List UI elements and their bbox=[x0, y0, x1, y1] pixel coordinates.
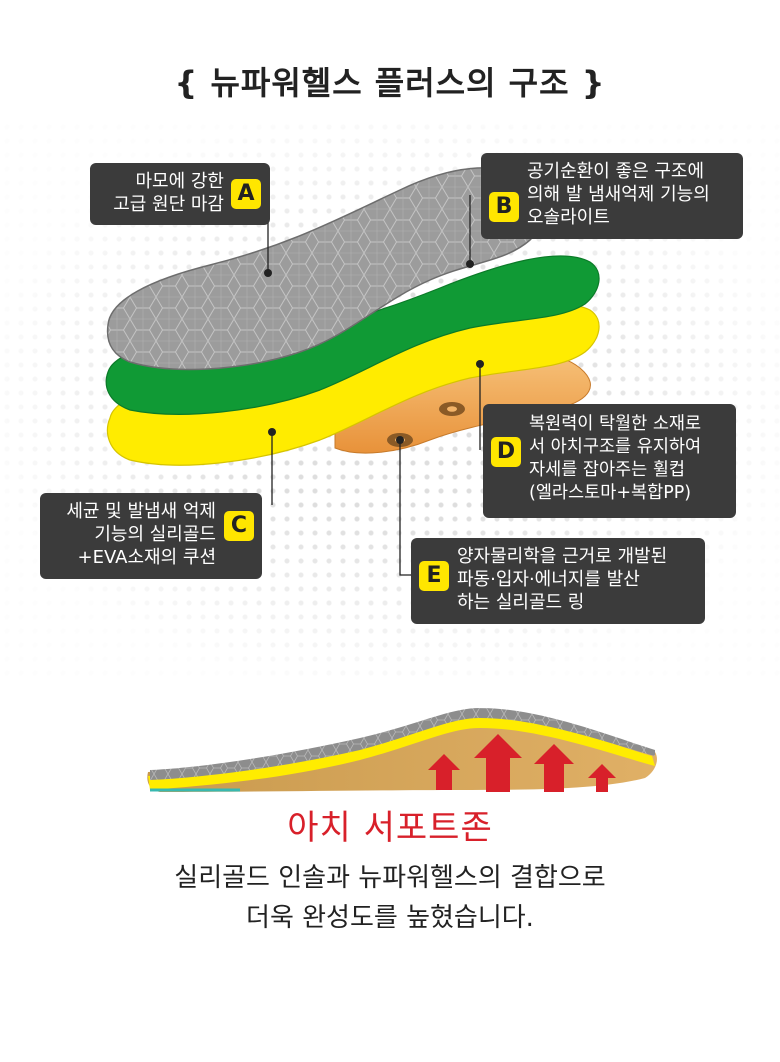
callout-a-badge: A bbox=[231, 179, 261, 209]
caption-line-2: 더욱 완성도를 높혔습니다. bbox=[246, 903, 534, 933]
arch-arrow-1 bbox=[428, 754, 460, 790]
top-fabric-layer bbox=[106, 167, 540, 371]
callout-c-text: 세균 및 발냄새 억제 기능의 실리골드 +EVA소재의 쿠션 bbox=[66, 501, 216, 568]
leader-dot-a bbox=[264, 269, 272, 277]
callout-a-text: 마모에 강한 고급 원단 마감 bbox=[113, 171, 224, 215]
callout-c: 세균 및 발냄새 억제 기능의 실리골드 +EVA소재의 쿠션 C bbox=[40, 493, 262, 579]
callout-e-text: 양자물리학을 근거로 개발된 파동·입자·에너지를 발산 하는 실리골드 링 bbox=[457, 546, 668, 613]
callout-c-badge: C bbox=[224, 511, 254, 541]
arch-arrow-3 bbox=[534, 744, 574, 792]
callout-e-badge: E bbox=[419, 561, 449, 591]
arch-support-zone-label: 아치 서포트존 bbox=[287, 808, 493, 848]
leader-dot-c bbox=[268, 428, 276, 436]
callout-b-text: 공기순환이 좋은 구조에 의해 발 냄새억제 기능의 오솔라이트 bbox=[527, 161, 710, 228]
callout-a: 마모에 강한 고급 원단 마감 A bbox=[90, 163, 270, 225]
callout-d-badge: D bbox=[491, 437, 521, 467]
leader-line-e bbox=[399, 440, 411, 576]
leader-dot-b bbox=[466, 260, 474, 268]
leader-dots bbox=[264, 260, 484, 444]
leader-dot-d bbox=[476, 360, 484, 368]
callout-b: B 공기순환이 좋은 구조에 의해 발 냄새억제 기능의 오솔라이트 bbox=[481, 153, 743, 239]
silicon-gold-ring-hole bbox=[447, 406, 457, 412]
caption: 실리골드 인솔과 뉴파워헬스의 결합으로 더욱 완성도를 높혔습니다. bbox=[0, 858, 780, 938]
callout-b-badge: B bbox=[489, 192, 519, 222]
callout-d-text: 복원력이 탁월한 소재로 서 아치구조를 유지하여 자세를 잡아주는 휠컵 (엘… bbox=[529, 414, 702, 503]
leader-dot-e bbox=[396, 436, 404, 444]
arch-arrow-2 bbox=[474, 734, 522, 792]
arch-support-arrows bbox=[428, 734, 616, 792]
arch-arrow-4 bbox=[588, 764, 616, 792]
arch-side-view bbox=[147, 708, 657, 792]
caption-line-1: 실리골드 인솔과 뉴파워헬스의 결합으로 bbox=[174, 863, 606, 893]
callout-e: E 양자물리학을 근거로 개발된 파동·입자·에너지를 발산 하는 실리골드 링 bbox=[411, 538, 705, 624]
page-title: { 뉴파워헬스 플러스의 구조 } bbox=[174, 64, 606, 102]
callout-d: D 복원력이 탁월한 소재로 서 아치구조를 유지하여 자세를 잡아주는 휠컵 … bbox=[483, 404, 736, 518]
